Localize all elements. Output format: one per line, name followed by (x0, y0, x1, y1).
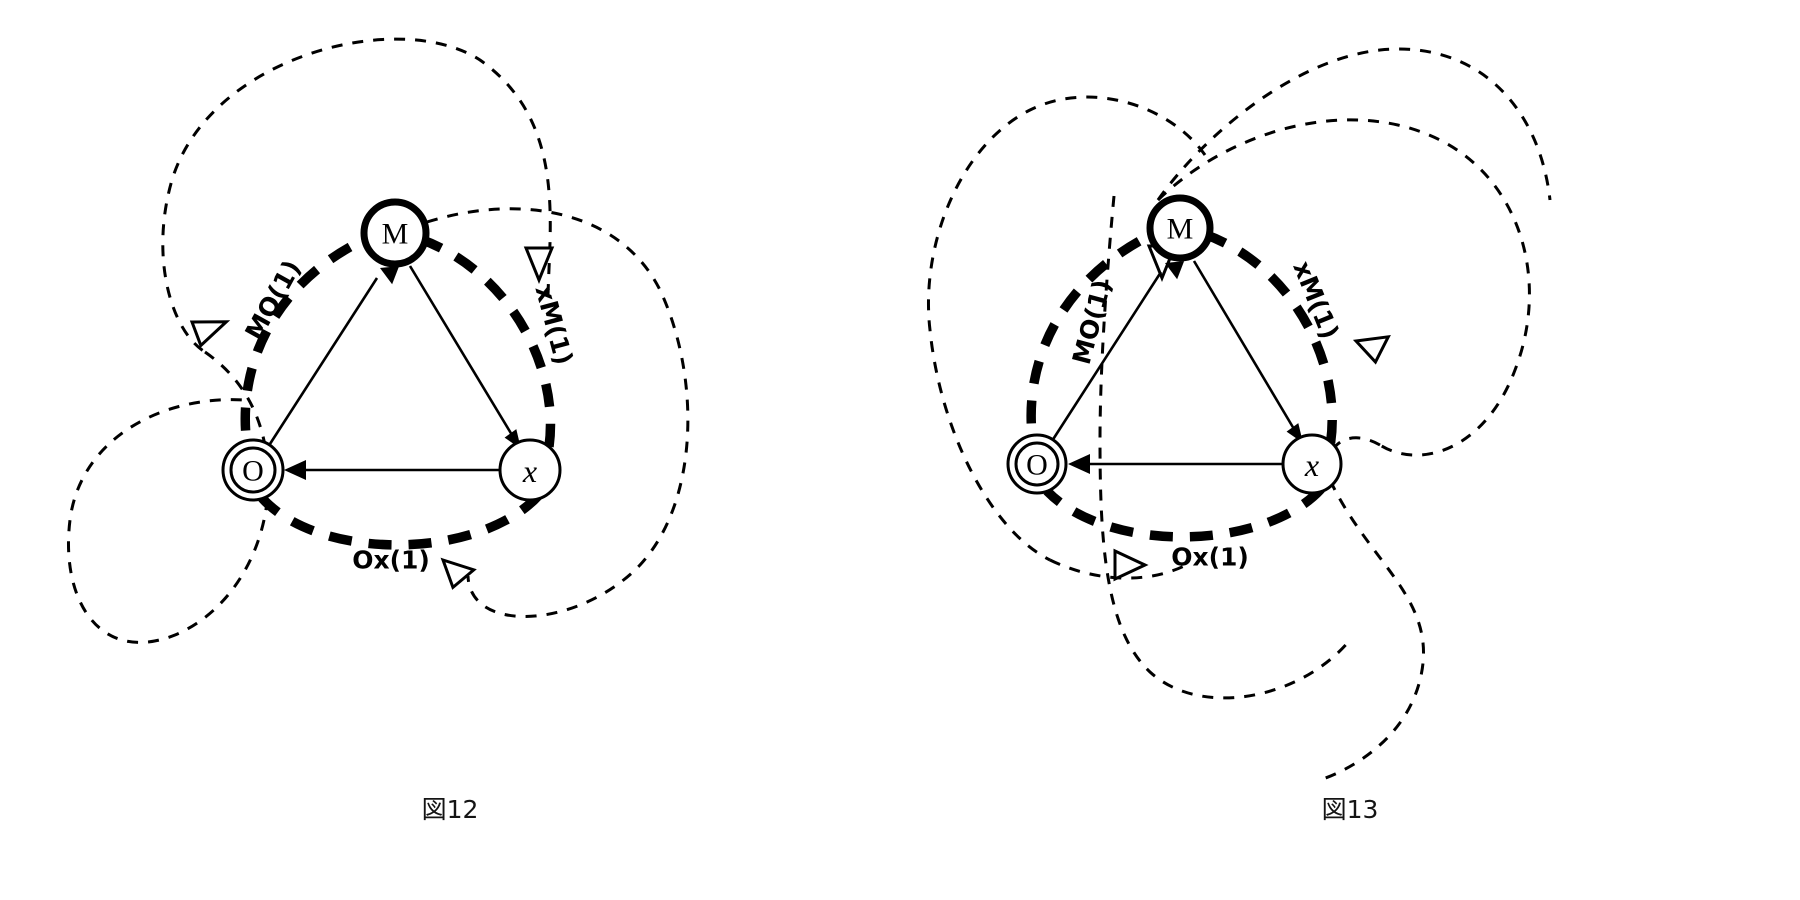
fig13-hollow-head-Ox (1113, 548, 1149, 582)
fig13-arc-Ox (1043, 485, 1325, 542)
fig13-arrowheads (1113, 244, 1391, 582)
fig12-pointer-curve-Ox (426, 207, 690, 618)
fig13-node-x-label: x (1304, 447, 1319, 483)
fig13-pointer-curve-top (1156, 47, 1552, 201)
fig13-triangle-edges (1050, 260, 1303, 474)
fig12-arc-label-MO: MO(1) (239, 255, 306, 345)
fig13-node-M-label: M (1167, 213, 1194, 246)
figure-12-caption: 図12 (421, 795, 479, 824)
fig13-heavy-arcs (1026, 227, 1337, 542)
fig12-arc-label-Ox: Ox(1) (352, 546, 430, 575)
fig12-node-x[interactable]: x (498, 438, 562, 502)
fig13-arc-MO (1026, 227, 1160, 465)
fig13-pointer-curve-xM-outer (1156, 118, 1531, 457)
fig13-arc-xM (1202, 229, 1337, 453)
fig12-hollow-head-xM (523, 246, 555, 284)
fig13-node-O-label: O (1026, 449, 1048, 482)
fig12-edge-x-to-O (284, 460, 499, 480)
fig12-pointer-curves (67, 37, 690, 644)
fig13-node-M[interactable]: M (1146, 194, 1214, 262)
fig12-node-M-label: M (382, 218, 409, 251)
fig13-edge-O-to-M (1050, 261, 1185, 442)
fig12-edge-O-to-M (266, 266, 400, 448)
figure-12-canvas: M O x MO(1) xM(1) Ox(1) (67, 37, 690, 644)
fig12-arc-xM (418, 234, 556, 460)
fig12-node-x-label: x (522, 453, 537, 489)
fig12-triangle-edges (266, 265, 521, 480)
fig12-arc-Ox (258, 491, 543, 550)
figure-12: M O x MO(1) xM(1) Ox(1) 図12 (67, 37, 690, 824)
fig13-edge-x-to-O (1068, 454, 1282, 474)
fig13-pointer-curve-xM-inner (1319, 436, 1426, 782)
figure-13-caption: 図13 (1321, 795, 1379, 824)
figure-13-canvas: M O x MO(1) xM(1) Ox(1) (927, 47, 1552, 782)
fig13-pointer-curve-MO (927, 95, 1207, 562)
fig13-arc-label-Ox: Ox(1) (1171, 543, 1249, 572)
fig13-pointer-curves (927, 47, 1552, 782)
fig12-arc-MO (240, 231, 374, 472)
fig12-node-M[interactable]: M (360, 198, 430, 268)
fig13-pointer-curve-Ox (1049, 558, 1191, 580)
fig12-node-O-inner (229, 446, 277, 494)
fig12-arrowheads (189, 246, 555, 590)
fig12-hollow-head-Ox (440, 557, 477, 590)
fig12-pointer-curve-xM (161, 37, 552, 354)
fig12-hollow-head-MO (189, 320, 231, 349)
fig12-node-M-circle (360, 198, 430, 268)
fig13-arc-label-xM: xM(1) (1287, 257, 1344, 343)
fig13-node-O[interactable]: O (1006, 433, 1068, 495)
fig13-node-O-inner (1014, 441, 1060, 487)
fig12-node-x-circle (498, 438, 562, 502)
fig12-pointer-curve-MO (67, 350, 270, 644)
fig13-node-x-circle (1281, 433, 1343, 495)
fig13-pointer-curve-vertical (1098, 195, 1352, 700)
fig13-hollow-head-xM (1352, 334, 1391, 365)
fig12-node-O-label: O (242, 455, 264, 488)
fig12-heavy-arcs (240, 231, 556, 550)
fig13-node-x[interactable]: x (1281, 433, 1343, 495)
figure-13: M O x MO(1) xM(1) Ox(1) 図13 (900, 0, 1800, 900)
fig13-node-M-circle (1146, 194, 1214, 262)
fig12-node-O[interactable]: O (221, 438, 285, 502)
